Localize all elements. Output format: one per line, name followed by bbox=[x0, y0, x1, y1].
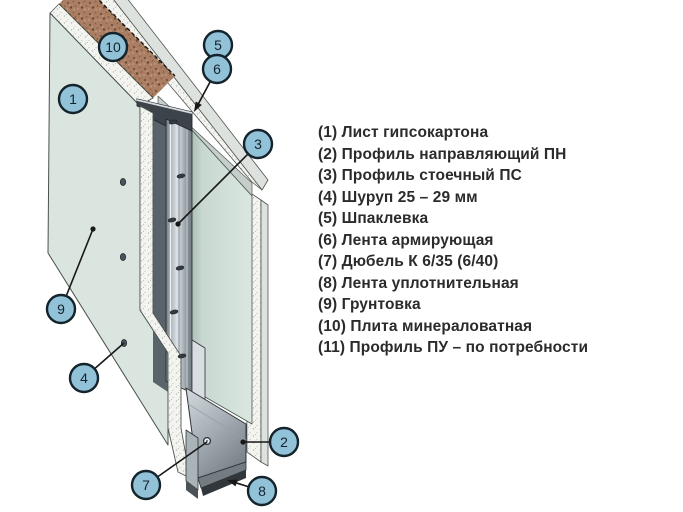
callout-7-circle bbox=[130, 469, 162, 501]
callout-6-arrowhead bbox=[194, 101, 202, 112]
screw-icon bbox=[119, 253, 127, 261]
callout-10-circle bbox=[97, 31, 129, 63]
legend-item-4: (4) Шуруп 25 – 29 мм bbox=[318, 188, 478, 206]
wall-assembly bbox=[47, 0, 269, 499]
callout-layer: 1 10 5 6 3 9 4 2 7 8 bbox=[45, 29, 300, 507]
legend-item-7: (7) Дюбель К 6/35 (6/40) bbox=[318, 253, 499, 270]
stud-screws bbox=[167, 119, 187, 359]
callout-9-number: 9 bbox=[57, 301, 65, 317]
callout-8-number: 8 bbox=[258, 483, 266, 499]
screw-icon bbox=[177, 353, 187, 359]
callout-7-number: 7 bbox=[142, 477, 150, 493]
stud-top-lip bbox=[136, 99, 193, 114]
callout-2-dot bbox=[240, 439, 246, 445]
track-left-tip bbox=[186, 481, 198, 499]
callout-3-circle bbox=[242, 128, 274, 160]
callout-3-dot bbox=[175, 221, 181, 227]
floor-track bbox=[185, 387, 247, 499]
callout-1-circle bbox=[57, 83, 89, 115]
callout-4-circle bbox=[68, 362, 100, 394]
back-gypsum-outer-edge bbox=[260, 199, 269, 467]
screw-icon bbox=[176, 173, 186, 179]
callout-9-circle bbox=[45, 293, 77, 325]
sealing-tape bbox=[201, 470, 246, 496]
callout-10-number: 10 bbox=[105, 39, 121, 55]
callout-1-number: 1 bbox=[69, 91, 77, 107]
track-left-face bbox=[185, 429, 199, 491]
screw-icon bbox=[119, 178, 127, 186]
callout-5-number: 5 bbox=[214, 37, 222, 53]
screw-icon bbox=[168, 119, 178, 125]
callout-8-circle bbox=[246, 475, 278, 507]
wool-border-back bbox=[98, 0, 176, 77]
legend-item-6: (6) Лента армирующая bbox=[318, 231, 494, 249]
legend-item-5: (5) Шпаклевка bbox=[318, 210, 429, 227]
legend-item-11: (11) Профиль ПУ – по потребности bbox=[318, 339, 589, 356]
screw-icon bbox=[169, 309, 179, 315]
legend: (1) Лист гипсокартона (2) Профиль направл… bbox=[318, 122, 588, 359]
track-fold-line bbox=[187, 403, 247, 441]
callout-4-number: 4 bbox=[80, 370, 88, 386]
callout-9-dot bbox=[90, 226, 96, 232]
legend-item-9: (9) Грунтовка bbox=[318, 296, 421, 313]
callout-2-number: 2 bbox=[280, 434, 288, 450]
callout-3-number: 3 bbox=[254, 136, 262, 152]
legend-item-2: (2) Профиль направляющий ПН bbox=[318, 145, 567, 163]
legend-item-3: (3) Профиль стоечный ПС bbox=[318, 167, 522, 184]
screw-icon bbox=[167, 217, 177, 223]
legend-item-1: (1) Лист гипсокартона bbox=[318, 124, 489, 141]
legend-item-10: (10) Плита минераловатная bbox=[318, 317, 533, 335]
callout-6-number: 6 bbox=[213, 61, 221, 77]
callout-6-circle bbox=[201, 53, 233, 85]
screw-icon bbox=[175, 265, 185, 271]
callout-3-leader bbox=[177, 143, 259, 225]
callout-2-circle bbox=[268, 426, 300, 458]
callout-8-arrowhead bbox=[227, 479, 238, 487]
legend-item-8: (8) Лента уплотнительная bbox=[318, 274, 519, 292]
